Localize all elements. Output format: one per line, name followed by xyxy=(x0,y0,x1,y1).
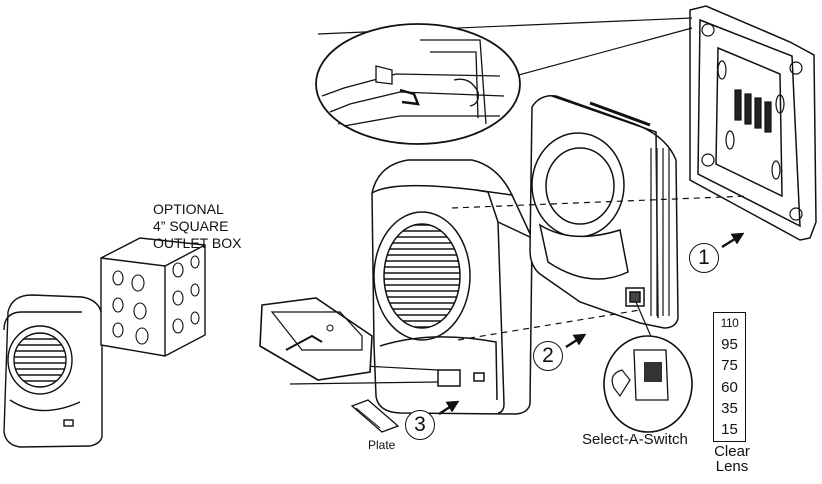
select-a-switch-label: Select-A-Switch xyxy=(582,431,688,448)
plate-piece xyxy=(350,399,400,433)
outlet-box xyxy=(100,237,206,357)
outlet-box-label-line3: OUTLET BOX xyxy=(153,235,242,251)
device-front-housing xyxy=(371,159,533,415)
candela-setting: 15 xyxy=(721,420,738,438)
detail-magnifier-icon xyxy=(315,17,693,145)
candela-setting: 95 xyxy=(721,336,738,354)
outlet-box-label-line2: 4” SQUARE xyxy=(153,218,229,234)
step-3-badge: 3 xyxy=(405,410,435,440)
candela-setting: 35 xyxy=(721,399,738,417)
outlet-box-label: OPTIONAL 4” SQUARE OUTLET BOX xyxy=(153,201,241,252)
step-2-badge: 2 xyxy=(533,341,563,371)
plate-label: Plate xyxy=(368,438,396,452)
candela-setting: 110 xyxy=(720,316,739,330)
outlet-box-label-line1: OPTIONAL xyxy=(153,201,224,217)
clear-lens-label: Clear Lens xyxy=(706,444,758,474)
candela-setting: 60 xyxy=(721,378,738,396)
candela-settings-table: 110 95 75 60 35 15 xyxy=(713,312,746,442)
clear-lens-label-line1: Clear xyxy=(714,443,750,460)
step-1-badge: 1 xyxy=(689,243,719,273)
assembled-device-small xyxy=(3,294,103,448)
arrow-icon xyxy=(438,232,745,416)
candela-setting: 75 xyxy=(721,357,738,375)
device-back-module xyxy=(529,94,679,329)
assembly-guide-lines xyxy=(451,195,749,341)
clear-lens-label-line2: Lens xyxy=(715,458,749,475)
plate-detail-magnifier-icon xyxy=(259,297,439,385)
mounting-plate xyxy=(689,5,817,241)
switch-detail-magnifier-icon xyxy=(603,301,693,433)
